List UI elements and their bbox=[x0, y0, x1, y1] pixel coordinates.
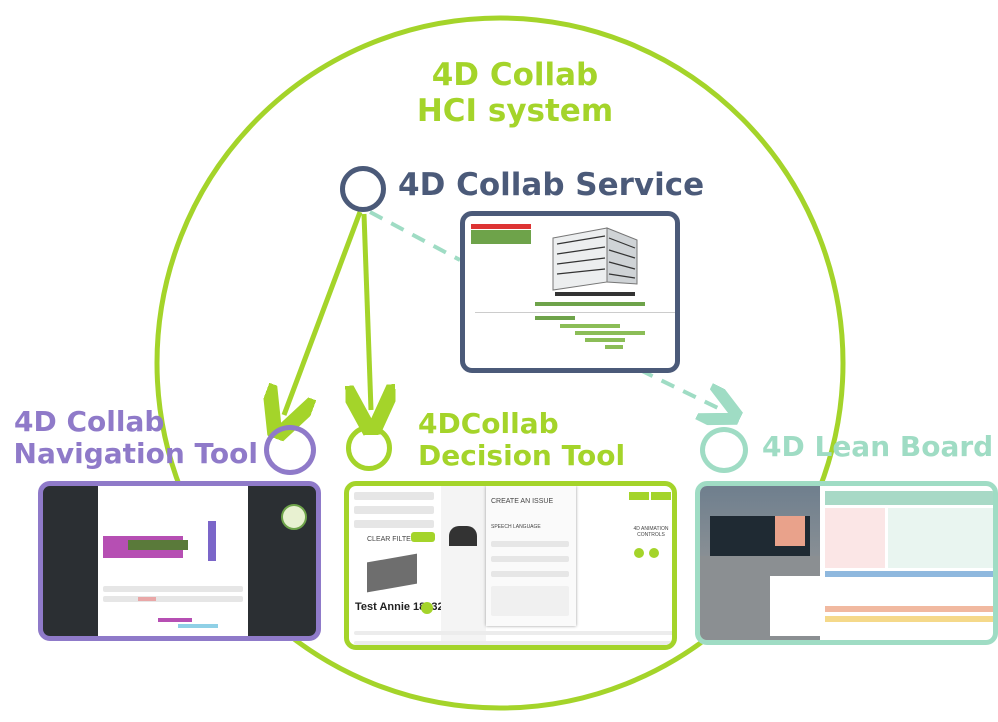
decision-animation-controls: 4D ANIMATION CONTROLS bbox=[633, 526, 669, 538]
navigation-title-line1: 4D Collab bbox=[14, 405, 165, 438]
decision-viewer-bg bbox=[441, 486, 486, 645]
nav-4d-badge-icon bbox=[281, 504, 307, 530]
arrow-service-to-decision bbox=[364, 213, 371, 410]
toolbar-red-strip bbox=[471, 224, 531, 229]
system-title-line1: 4D Collab bbox=[431, 57, 599, 93]
lean-swimlane-blue bbox=[825, 571, 993, 577]
nav-document-page bbox=[98, 486, 248, 636]
system-boundary-circle bbox=[154, 15, 846, 711]
decision-filter-2 bbox=[354, 506, 434, 514]
gantt-bar-3 bbox=[575, 331, 645, 335]
decision-table-row-2 bbox=[354, 641, 672, 645]
gantt-bar-2 bbox=[560, 324, 620, 328]
decision-issue-textarea[interactable] bbox=[491, 586, 569, 616]
building-3d-model bbox=[552, 227, 638, 296]
decision-issue-field-3[interactable] bbox=[491, 571, 569, 577]
arrow-service-to-navigation bbox=[284, 211, 363, 415]
decision-close-button[interactable] bbox=[651, 492, 671, 500]
decision-save-button[interactable] bbox=[629, 492, 649, 500]
nav-legend-bars bbox=[208, 521, 216, 561]
decision-table-row-1 bbox=[354, 631, 672, 635]
decision-create-issue: CREATE AN ISSUE bbox=[491, 498, 554, 505]
system-title-line2: HCI system bbox=[416, 92, 614, 129]
gantt-divider bbox=[475, 312, 675, 313]
decision-speech-language: SPEECH LANGUAGE bbox=[491, 524, 541, 530]
service-node-icon bbox=[340, 166, 386, 212]
gantt-bar-1 bbox=[535, 316, 575, 320]
nav-row-2 bbox=[103, 596, 243, 602]
decision-clear-filters[interactable]: CLEAR FILTERS bbox=[367, 536, 421, 543]
lean-swimlane-orange bbox=[825, 606, 993, 612]
gantt-bar-5 bbox=[605, 345, 623, 349]
decision-anim-forward-icon[interactable] bbox=[649, 548, 659, 558]
navigation-node-icon bbox=[264, 425, 316, 475]
navigation-title-line2: Navigation Tool bbox=[13, 437, 258, 471]
decision-title-line1: 4DCollab bbox=[418, 407, 559, 440]
decision-filter-3 bbox=[354, 520, 434, 528]
lean-screenshot bbox=[695, 481, 998, 645]
lean-column-2 bbox=[888, 508, 993, 568]
lean-swimlane-yellow bbox=[825, 616, 993, 622]
decision-viewer-object bbox=[449, 526, 477, 546]
decision-anim-play-icon[interactable] bbox=[634, 548, 644, 558]
decision-play-icon[interactable] bbox=[421, 602, 433, 614]
decision-card-model bbox=[367, 553, 417, 593]
nav-gantt-bar-2 bbox=[158, 618, 192, 622]
nav-plan-green bbox=[128, 540, 188, 550]
decision-node-icon bbox=[346, 425, 392, 471]
decision-search-button[interactable] bbox=[411, 532, 435, 542]
decision-issue-field-1[interactable] bbox=[491, 541, 569, 547]
dashed-service-to-screenshot bbox=[369, 210, 461, 262]
lean-info-panel bbox=[770, 576, 820, 636]
decision-screenshot: CLEAR FILTERS Test Annie 18032... CREATE… bbox=[344, 481, 677, 650]
navigation-title: 4D Collab Navigation Tool bbox=[10, 405, 258, 471]
nav-row-1 bbox=[103, 586, 243, 592]
navigation-screenshot bbox=[38, 481, 321, 641]
nav-gantt-bar-1 bbox=[138, 597, 156, 601]
service-title: 4D Collab Service bbox=[398, 167, 705, 203]
dashed-arrow-service-to-lean bbox=[639, 368, 722, 410]
service-screenshot bbox=[460, 211, 680, 373]
lean-board-header bbox=[825, 491, 993, 505]
decision-title: 4DCollab Decision Tool bbox=[418, 407, 626, 473]
toolbar-green-block bbox=[471, 230, 531, 244]
lean-column-1 bbox=[825, 508, 885, 568]
decision-issue-field-2[interactable] bbox=[491, 556, 569, 562]
lean-title: 4D Lean Board bbox=[762, 430, 994, 463]
decision-filter-1 bbox=[354, 492, 434, 500]
system-title: 4D Collab HCI system bbox=[410, 57, 620, 129]
gantt-header-bar bbox=[535, 302, 645, 306]
gantt-bar-4 bbox=[585, 338, 625, 342]
lean-3d-view bbox=[700, 486, 820, 640]
lean-highlight-block bbox=[775, 516, 805, 546]
decision-title-line2: Decision Tool bbox=[418, 439, 626, 473]
nav-gantt-bar-3 bbox=[178, 624, 218, 628]
lean-node-icon bbox=[700, 427, 748, 473]
decision-card-title: Test Annie 18032... bbox=[355, 601, 453, 613]
decision-issue-panel: CREATE AN ISSUE SPEECH LANGUAGE bbox=[486, 486, 576, 626]
